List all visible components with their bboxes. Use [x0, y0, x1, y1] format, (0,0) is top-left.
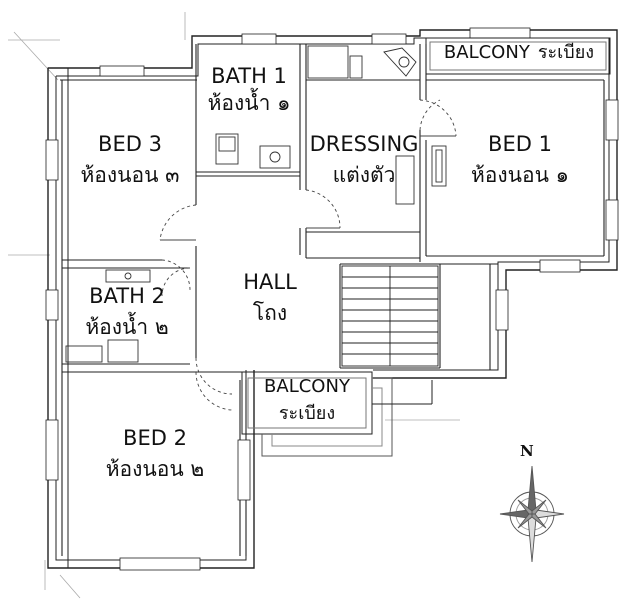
- bed3-name: BED 3: [98, 132, 162, 156]
- room-label-balcony-top: BALCONY ระเบียง: [432, 42, 606, 64]
- dressing-thai: แต่งตัว: [332, 163, 396, 187]
- bed1-thai: ห้องนอน ๑: [470, 163, 570, 187]
- balcony-mid-thai: ระเบียง: [278, 403, 336, 424]
- bed3-thai: ห้องนอน ๓: [80, 163, 180, 187]
- interior-walls: [60, 44, 605, 556]
- bed2-thai: ห้องนอน ๒: [105, 457, 205, 481]
- room-label-hall: HALL โถง: [210, 272, 330, 324]
- window-marks: [45, 27, 619, 571]
- stairs: [341, 265, 439, 367]
- balcony-top-thai: ระเบียง: [537, 42, 595, 63]
- construction-lines: [8, 12, 460, 599]
- bath2-name: BATH 2: [89, 284, 165, 308]
- room-label-balcony-mid: BALCONY ระเบียง: [244, 378, 370, 423]
- bath1-thai: ห้องน้ำ ๑: [207, 91, 291, 115]
- north-label: N: [520, 442, 534, 460]
- balcony-top-name: BALCONY: [443, 42, 530, 63]
- room-label-bed3: BED 3 ห้องนอน ๓: [64, 134, 196, 186]
- balcony-outlines: [241, 37, 611, 457]
- hall-thai: โถง: [252, 301, 288, 325]
- room-label-bed2: BED 2 ห้องนอน ๒: [72, 428, 238, 480]
- hall-name: HALL: [243, 270, 297, 294]
- bath1-name: BATH 1: [211, 64, 287, 88]
- fixtures: [65, 45, 447, 363]
- bath2-thai: ห้องน้ำ ๒: [85, 315, 169, 339]
- room-label-dressing: DRESSING แต่งตัว: [304, 134, 424, 186]
- room-label-bath2: BATH 2 ห้องน้ำ ๒: [64, 286, 190, 338]
- compass-rose: [499, 465, 565, 563]
- bed1-name: BED 1: [488, 132, 552, 156]
- bed2-name: BED 2: [123, 426, 187, 450]
- dressing-name: DRESSING: [309, 132, 419, 156]
- room-label-bath1: BATH 1 ห้องน้ำ ๑: [200, 66, 298, 114]
- balcony-mid-name: BALCONY: [264, 376, 350, 397]
- room-label-bed1: BED 1 ห้องนอน ๑: [450, 134, 590, 186]
- doors: [159, 99, 457, 411]
